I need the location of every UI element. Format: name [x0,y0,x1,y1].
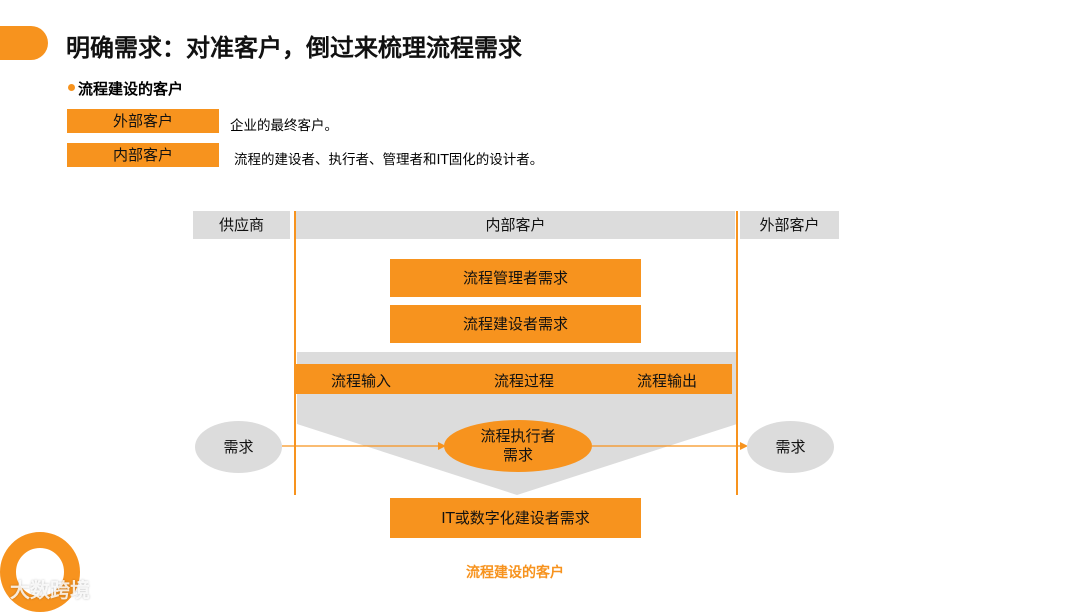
external-need-ellipse: 需求 [747,421,834,473]
left-boundary-line [294,211,296,495]
watermark-text: 大数跨境 [10,578,90,602]
title-accent-tab [0,26,48,60]
flow-process-label: 流程过程 [494,372,555,390]
supplier-need-ellipse: 需求 [195,421,282,473]
executor-need-line1: 流程执行者 [480,427,556,445]
supplier-header: 供应商 [193,211,290,239]
internal-customer-header: 内部客户 [296,211,735,239]
flow-input-label: 流程输入 [331,372,392,390]
it-builder-need-box: IT或数字化建设者需求 [390,498,641,538]
executor-need-ellipse: 流程执行者 需求 [444,420,592,472]
external-customer-tag: 外部客户 [67,109,219,133]
manager-need-box: 流程管理者需求 [390,259,641,297]
diagram-caption: 流程建设的客户 [466,565,564,581]
process-flow-bar: 流程输入 流程过程 流程输出 [295,364,732,394]
external-customer-desc: 企业的最终客户。 [230,118,338,134]
internal-customer-desc: 流程的建设者、执行者、管理者和IT固化的设计者。 [234,152,544,168]
builder-need-box: 流程建设者需求 [390,305,641,343]
external-customer-header: 外部客户 [740,211,839,239]
executor-need-line2: 需求 [502,446,533,464]
bullet-heading: 流程建设的客户 [78,80,184,98]
bullet-dot [68,84,75,91]
right-boundary-line [736,211,738,495]
internal-customer-tag: 内部客户 [67,143,219,167]
flow-output-label: 流程输出 [637,372,698,390]
page-title: 明确需求：对准客户，倒过来梳理流程需求 [66,34,522,62]
